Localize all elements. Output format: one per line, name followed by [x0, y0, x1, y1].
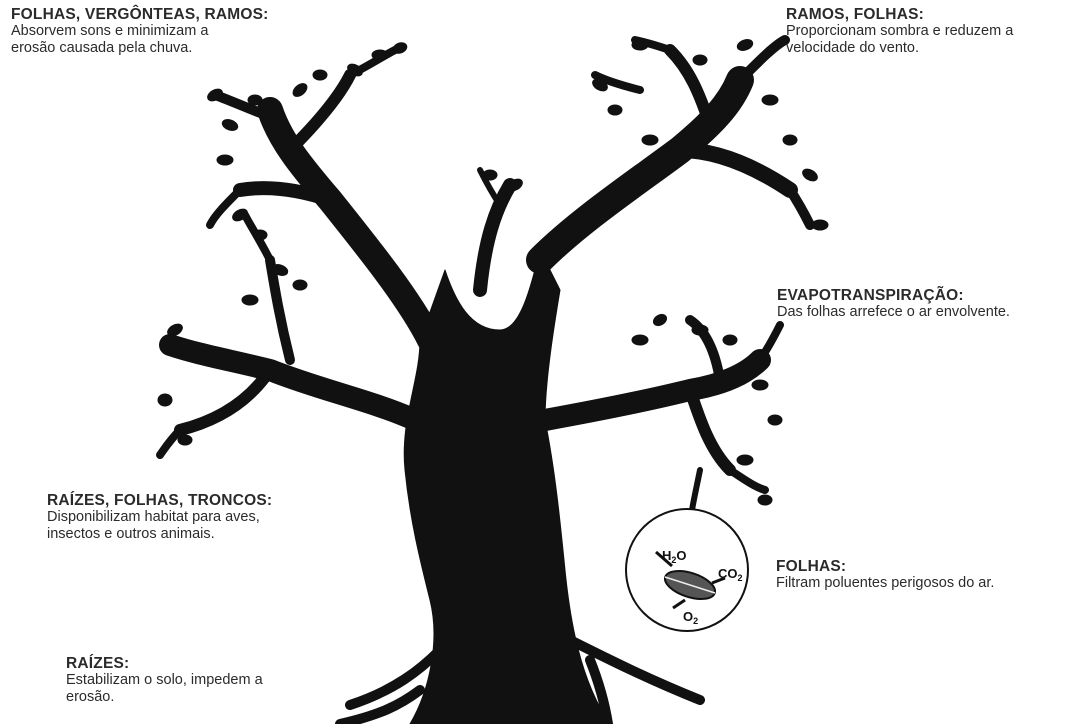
branch-right-lower [545, 360, 760, 420]
label-text: Estabilizam o solo, impedem a erosão. [66, 672, 263, 704]
label-mid-left: RAÍZES, FOLHAS, TRONCOS: Disponibilizam … [47, 492, 272, 542]
label-text: Proporcionam sombra e reduzem a velocida… [786, 23, 1013, 55]
label-heading: RAÍZES, FOLHAS, TRONCOS: [47, 492, 272, 509]
label-text: Absorvem sons e minimizam a erosão causa… [11, 23, 269, 55]
leaf-inset-circle: H2O CO2 O2 [626, 509, 748, 631]
label-heading: RAMOS, FOLHAS: [786, 6, 1013, 23]
label-heading: EVAPOTRANSPIRAÇÃO: [777, 287, 1010, 304]
label-mid-right: EVAPOTRANSPIRAÇÃO: Das folhas arrefece o… [777, 287, 1010, 321]
label-top-left: FOLHAS, VERGÔNTEAS, RAMOS: Absorvem sons… [11, 6, 269, 56]
label-heading: FOLHAS, VERGÔNTEAS, RAMOS: [11, 6, 269, 23]
label-text: Das folhas arrefece o ar envolvente. [777, 304, 1010, 320]
label-heading: FOLHAS: [776, 558, 994, 575]
label-top-right: RAMOS, FOLHAS: Proporcionam sombra e red… [786, 6, 1013, 56]
label-bottom-left: RAÍZES: Estabilizam o solo, impedem a er… [66, 655, 263, 705]
label-low-right: FOLHAS: Filtram poluentes perigosos do a… [776, 558, 994, 592]
label-heading: RAÍZES: [66, 655, 263, 672]
label-text: Disponibilizam habitat para aves, insect… [47, 509, 272, 541]
label-text: Filtram poluentes perigosos do ar. [776, 575, 994, 591]
